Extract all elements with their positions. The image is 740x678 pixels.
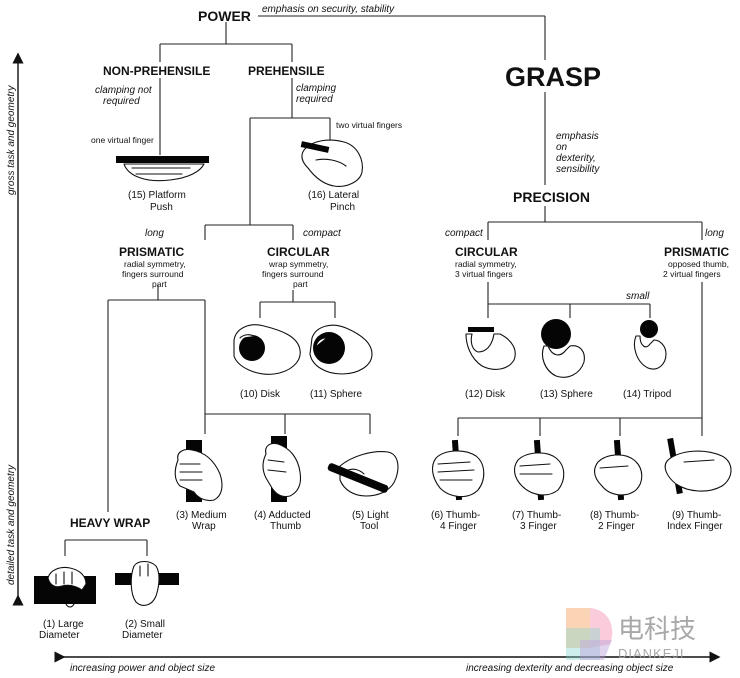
watermark-en: DIANKEJI xyxy=(618,646,685,661)
thumb-4-finger-label-2: 4 Finger xyxy=(440,521,477,532)
thumb-2-finger-illustration xyxy=(593,439,643,501)
sphere-11-illustration xyxy=(309,324,373,375)
one-virtual-finger-label: one virtual finger xyxy=(91,135,154,145)
light-tool-label-2: Tool xyxy=(360,521,378,532)
sphere-11-label: (11) Sphere xyxy=(310,389,363,400)
light-tool-label-1: (5) Light xyxy=(352,510,389,521)
thumb-index-finger-label-1: (9) Thumb- xyxy=(672,510,721,521)
svg-text:sensibility: sensibility xyxy=(556,164,600,175)
clamping-required-1: clamping xyxy=(296,83,336,94)
non-prehensile-heading: NON-PREHENSILE xyxy=(103,64,210,78)
axis-label-dexterity: increasing dexterity and decreasing obje… xyxy=(466,663,674,674)
tree-connectors xyxy=(64,15,703,556)
large-diameter-label-1: (1) Large xyxy=(43,619,84,630)
thumb-2-finger-label-2: 2 Finger xyxy=(598,521,635,532)
thumb-3-finger-illustration xyxy=(513,439,565,501)
long-label-power: long xyxy=(145,228,164,239)
large-diameter-label-2: Diameter xyxy=(39,630,80,641)
thumb-4-finger-illustration xyxy=(431,439,485,501)
small-label: small xyxy=(626,291,650,302)
small-diameter-label-2: Diameter xyxy=(122,630,163,641)
tripod-14-label: (14) Tripod xyxy=(623,389,671,400)
small-diameter-label-1: (2) Small xyxy=(125,619,165,630)
svg-text:emphasis: emphasis xyxy=(556,131,599,142)
precision-prismatic-desc-1: opposed thumb, xyxy=(668,259,729,269)
watermark: 电科技 DIANKEJI xyxy=(566,608,696,661)
power-prismatic-desc-2: fingers surround xyxy=(122,269,184,279)
prehensile-heading: PREHENSILE xyxy=(248,64,325,78)
power-prismatic-heading: PRISMATIC xyxy=(119,245,184,259)
lateral-pinch-label-2: Pinch xyxy=(330,202,355,213)
small-diameter-illustration xyxy=(115,560,179,606)
power-prismatic-desc-3: part xyxy=(152,279,167,289)
adducted-thumb-label-1: (4) Adducted xyxy=(254,510,311,521)
watermark-cn: 电科技 xyxy=(618,614,696,644)
sphere-13-illustration xyxy=(541,319,585,378)
precision-circular-heading: CIRCULAR xyxy=(455,245,518,259)
thumb-index-finger-illustration xyxy=(664,437,732,495)
heavy-wrap-heading: HEAVY WRAP xyxy=(70,516,150,530)
precision-circular-desc-2: 3 virtual fingers xyxy=(455,269,513,279)
power-prismatic-desc-1: radial symmetry, xyxy=(124,259,186,269)
adducted-thumb-label-2: Thumb xyxy=(270,521,302,532)
medium-wrap-label-2: Wrap xyxy=(192,521,216,532)
disk-10-label: (10) Disk xyxy=(240,389,281,400)
tripod-illustration xyxy=(633,320,667,370)
clamping-not-required-2: required xyxy=(103,96,140,107)
precision-circular-desc-1: radial symmetry, xyxy=(455,259,517,269)
axis-label-gross: gross task and geometry xyxy=(6,85,17,195)
large-diameter-illustration xyxy=(34,566,96,608)
precision-heading: PRECISION xyxy=(513,189,590,205)
svg-text:on: on xyxy=(556,142,568,153)
emphasis-security-label: emphasis on security, stability xyxy=(262,4,395,15)
long-label-precision: long xyxy=(705,228,724,239)
thumb-index-finger-label-2: Index Finger xyxy=(667,521,723,532)
precision-prismatic-desc-2: 2 virtual fingers xyxy=(663,269,721,279)
lateral-pinch-label-1: (16) Lateral xyxy=(308,190,359,201)
platform-push-illustration xyxy=(116,156,209,182)
compact-label-power: compact xyxy=(303,228,342,239)
thumb-3-finger-label-2: 3 Finger xyxy=(520,521,557,532)
axes: gross task and geometry detailed task an… xyxy=(6,52,721,674)
clamping-not-required-1: clamping not xyxy=(95,85,153,96)
axis-label-power: increasing power and object size xyxy=(70,663,216,674)
power-circular-desc-2: fingers surround xyxy=(262,269,324,279)
power-heading: POWER xyxy=(198,8,251,24)
medium-wrap-label-1: (3) Medium xyxy=(176,510,227,521)
power-circular-heading: CIRCULAR xyxy=(267,245,330,259)
power-circular-desc-3: part xyxy=(293,279,308,289)
emphasis-dexterity-label: emphasis on dexterity, sensibility xyxy=(556,131,600,175)
thumb-2-finger-label-1: (8) Thumb- xyxy=(590,510,639,521)
grasp-heading: GRASP xyxy=(505,62,601,92)
lateral-pinch-illustration xyxy=(300,139,363,187)
medium-wrap-illustration xyxy=(174,440,223,502)
svg-text:dexterity,: dexterity, xyxy=(556,153,596,164)
thumb-3-finger-label-1: (7) Thumb- xyxy=(512,510,561,521)
platform-push-label-1: (15) Platform xyxy=(128,190,186,201)
precision-prismatic-heading: PRISMATIC xyxy=(664,245,729,259)
sphere-13-label: (13) Sphere xyxy=(540,389,593,400)
disk-12-illustration xyxy=(465,327,516,370)
adducted-thumb-illustration xyxy=(262,436,302,502)
clamping-required-2: required xyxy=(296,94,333,105)
compact-label-precision: compact xyxy=(445,228,484,239)
thumb-4-finger-label-1: (6) Thumb- xyxy=(431,510,480,521)
two-virtual-fingers-label: two virtual fingers xyxy=(336,120,402,130)
power-circular-desc-1: wrap symmetry, xyxy=(268,259,328,269)
axis-label-detailed: detailed task and geometry xyxy=(6,464,17,585)
watermark-logo xyxy=(566,608,613,660)
disk-10-illustration xyxy=(233,324,301,375)
disk-12-label: (12) Disk xyxy=(465,389,506,400)
platform-push-label-2: Push xyxy=(150,202,173,213)
light-tool-illustration xyxy=(327,451,399,497)
